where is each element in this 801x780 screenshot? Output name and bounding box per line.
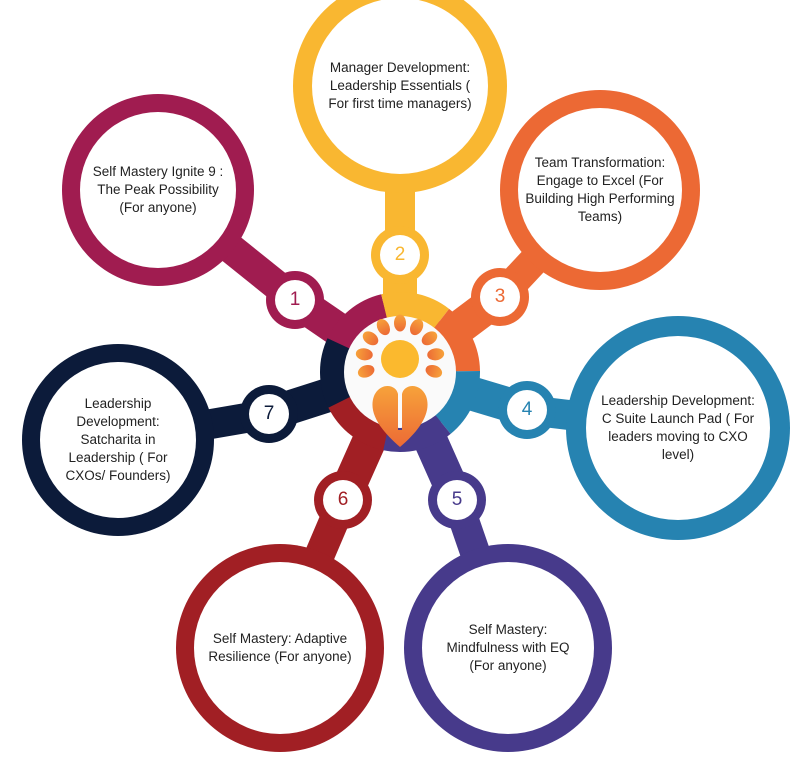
number-badge: [380, 235, 420, 275]
petal-ray-icon: [421, 331, 438, 346]
program-number-2: 2: [394, 244, 406, 265]
program-number-1: 1: [289, 289, 301, 310]
number-badge: [249, 394, 289, 434]
program-number-5: 5: [451, 489, 463, 510]
program-number-7: 7: [263, 403, 275, 424]
petal-ray-icon: [355, 348, 373, 361]
petal-inner-circle: [518, 108, 682, 272]
number-badge: [507, 390, 547, 430]
petal-ray-icon: [357, 364, 375, 378]
petal-ray-icon: [394, 314, 406, 332]
program-label-6: Self Mastery: Adaptive Resilience (For a…: [208, 631, 352, 664]
lotus-bud-icon: [372, 386, 428, 447]
petal-ray-icon: [425, 364, 443, 378]
program-label-5: Self Mastery: Mindfulness with EQ (For a…: [446, 622, 570, 673]
petal-inner-circle: [194, 562, 366, 734]
petal-ray-icon: [362, 331, 379, 346]
number-badge: [323, 480, 363, 520]
program-number-4: 4: [521, 399, 533, 420]
number-badge: [437, 480, 477, 520]
program-label-4: Leadership Development: C Suite Launch P…: [601, 393, 755, 462]
petal-inner-circle: [40, 362, 196, 518]
program-label-7: Leadership Development: Satcharita in Le…: [65, 396, 171, 483]
petal-1: [62, 94, 417, 389]
petal-2: [293, 0, 507, 389]
petal-ray-icon: [376, 319, 390, 336]
lotus-sun-logo-icon: [355, 314, 445, 447]
program-label-2: Manager Development: Leadership Essentia…: [328, 60, 472, 111]
sun-icon: [381, 340, 419, 378]
petal-inner-circle: [422, 562, 594, 734]
petal-5: [383, 355, 612, 752]
petal-inner-circle: [586, 336, 770, 520]
petal-inner-circle: [312, 0, 488, 174]
program-label-3: Team Transformation: Engage to Excel (Fo…: [525, 155, 675, 224]
petal-inner-circle: [80, 112, 236, 268]
petal-ray-icon: [410, 319, 424, 336]
petal-ray-icon: [427, 348, 445, 361]
petal-6: [176, 355, 417, 752]
program-number-6: 6: [337, 489, 349, 510]
number-badge: [275, 280, 315, 320]
program-number-3: 3: [494, 286, 506, 307]
number-badge: [480, 277, 520, 317]
program-label-1: Self Mastery Ignite 9 : The Peak Possibi…: [92, 164, 224, 215]
